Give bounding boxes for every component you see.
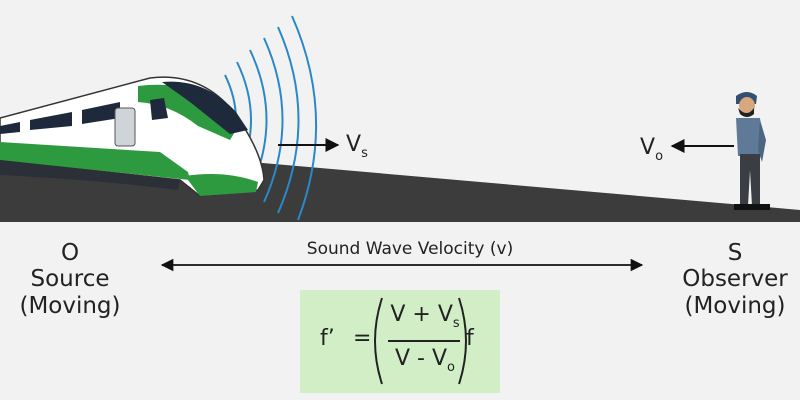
formula-denominator: V - Vo bbox=[390, 346, 460, 375]
left-paren-icon bbox=[374, 297, 383, 385]
formula-denominator-main: V - V bbox=[395, 346, 448, 371]
wave-velocity-label: Sound Wave Velocity (v) bbox=[306, 239, 514, 259]
person-icon bbox=[734, 92, 770, 210]
observer-velocity-sub: o bbox=[655, 149, 664, 164]
source-velocity-label: Vs bbox=[346, 132, 368, 161]
formula-numerator: V + Vs bbox=[390, 302, 460, 331]
formula-denominator-sub: o bbox=[447, 360, 455, 375]
formula-trailing-f: f bbox=[466, 326, 474, 351]
source-title: Source bbox=[30, 266, 110, 293]
observer-velocity-label: Vo bbox=[640, 135, 663, 164]
source-state: (Moving) bbox=[19, 292, 121, 319]
source-label: O Source (Moving) bbox=[10, 240, 130, 319]
observer-title: Observer bbox=[682, 266, 788, 293]
source-letter: O bbox=[60, 240, 80, 266]
formula-equals: = bbox=[353, 326, 372, 351]
right-paren-icon bbox=[458, 297, 467, 385]
fraction-bar bbox=[388, 340, 460, 342]
formula-box: f’ = V + Vs V - Vo f bbox=[300, 290, 500, 393]
formula-numerator-sub: s bbox=[452, 316, 460, 331]
observer-state: (Moving) bbox=[684, 292, 786, 319]
source-velocity-main: V bbox=[346, 132, 362, 157]
observer-letter: S bbox=[727, 240, 743, 266]
train-icon bbox=[0, 76, 265, 197]
observer-velocity-main: V bbox=[640, 135, 656, 160]
formula-numerator-main: V + V bbox=[390, 302, 453, 327]
observer-label: S Observer (Moving) bbox=[670, 240, 800, 319]
formula-lhs: f’ bbox=[320, 326, 335, 351]
source-velocity-sub: s bbox=[361, 146, 368, 161]
